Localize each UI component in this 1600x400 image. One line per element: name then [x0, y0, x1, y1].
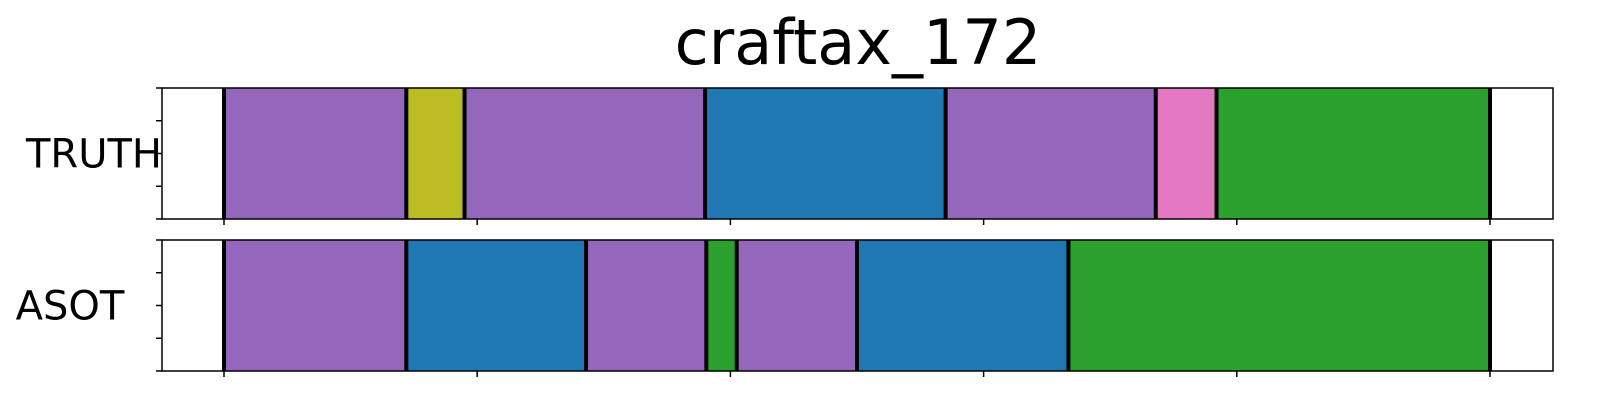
segment-asot-1: [224, 240, 407, 371]
segment-truth-3: [464, 88, 706, 219]
segment-truth-6: [1155, 88, 1217, 219]
chart-title: craftax_172: [675, 6, 1042, 79]
segment-asot-6: [857, 240, 1069, 371]
segment-asot-2: [406, 240, 587, 371]
segment-truth-5: [945, 88, 1156, 219]
segment-truth-1: [224, 88, 407, 219]
row-label-truth: TRUTH: [25, 132, 162, 178]
segment-truth-2: [406, 88, 465, 219]
rows-layer: TRUTH ASOT: [16, 87, 1554, 377]
row-truth: TRUTH: [25, 87, 1554, 220]
segment-asot-4: [706, 240, 737, 371]
segment-asot-3: [586, 240, 707, 371]
row-asot: ASOT: [16, 239, 1554, 372]
segment-asot-5: [736, 240, 857, 371]
segment-asot-7: [1068, 240, 1490, 371]
segment-truth-4: [705, 88, 946, 219]
segment-truth-7: [1216, 88, 1490, 219]
row-label-asot: ASOT: [16, 284, 125, 330]
